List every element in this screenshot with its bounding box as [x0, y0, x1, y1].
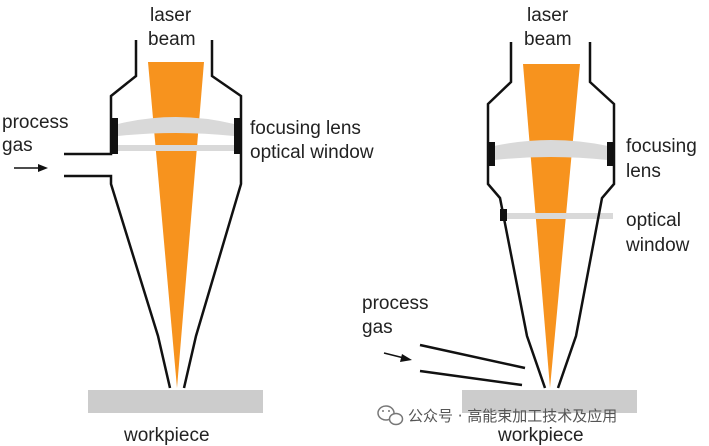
left-laser-beam — [148, 62, 204, 388]
left-workpiece-label: workpiece — [123, 425, 210, 446]
left-nozzle: laser beam process gas focusing lens opt… — [2, 5, 374, 446]
left-focusing-lens — [118, 117, 234, 136]
right-laser-beam — [523, 64, 580, 388]
right-gas-label-line1: process — [362, 293, 429, 314]
watermark: 公众号 · 高能束加工技术及应用 — [377, 405, 617, 426]
right-gas-tube-upper — [419, 343, 526, 370]
wechat-icon — [377, 405, 404, 426]
left-gas-label-line1: process — [2, 112, 69, 133]
watermark-text: 公众号 · 高能束加工技术及应用 — [408, 407, 617, 425]
right-window-label-line2: window — [625, 235, 690, 256]
right-workpiece-label: workpiece — [497, 425, 584, 446]
right-gas-arrowhead — [400, 354, 412, 362]
right-lens-label-line1: focusing — [626, 136, 697, 157]
left-gas-label-line2: gas — [2, 135, 33, 156]
right-lens-mount-right — [607, 142, 614, 166]
right-window-label-line1: optical — [626, 210, 681, 231]
right-gas-tube-lower — [419, 369, 523, 387]
left-lens-mount-right — [234, 118, 241, 154]
left-optical-window — [118, 145, 234, 151]
right-optical-window — [507, 213, 613, 219]
right-nozzle-body — [486, 42, 616, 389]
left-beam-label-line1: laser — [150, 5, 192, 26]
right-gas-arrow — [383, 352, 405, 359]
left-lens-mount-left — [111, 118, 118, 154]
left-beam-label-line2: beam — [148, 29, 196, 50]
right-lens-mount-left — [488, 142, 495, 166]
right-workpiece — [462, 390, 637, 413]
right-beam-label-line2: beam — [524, 29, 572, 50]
right-focusing-lens — [494, 140, 608, 160]
right-lens-label-line2: lens — [626, 161, 661, 182]
left-window-label: optical window — [250, 142, 374, 163]
left-gas-arrowhead — [38, 164, 48, 172]
left-workpiece — [88, 390, 263, 413]
left-nozzle-body — [64, 40, 243, 389]
left-lens-label: focusing lens — [250, 118, 361, 139]
right-gas-label-line2: gas — [362, 317, 393, 338]
right-nozzle: laser beam focusing lens optical window … — [362, 5, 697, 446]
right-beam-label-line1: laser — [527, 5, 569, 26]
